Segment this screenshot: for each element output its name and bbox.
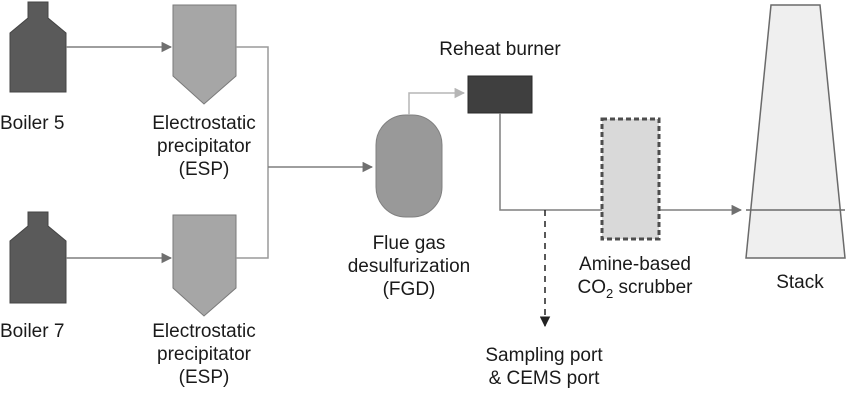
stack-shape <box>745 4 846 259</box>
amine-scrubber-shape <box>600 117 661 241</box>
boiler-7-shape <box>9 211 67 304</box>
reheat-burner-shape <box>467 75 533 114</box>
esp-top-label: Electrostatic precipitator (ESP) <box>152 113 256 180</box>
esp-bottom-connector <box>236 167 269 259</box>
reheat-to-stack-line <box>499 113 743 216</box>
fgd-vessel-shape <box>375 114 443 218</box>
boiler-5-label: Boiler 5 <box>0 113 65 134</box>
esp-bottom-label: Electrostatic precipitator (ESP) <box>152 321 256 388</box>
fgd-to-reheat-arrow <box>408 87 466 115</box>
stack-label: Stack <box>776 272 824 293</box>
esp-bottom-shape <box>172 214 237 317</box>
boiler-5-shape <box>9 1 67 93</box>
fgd-label: Flue gas desulfurization (FGD) <box>347 233 471 300</box>
reheat-burner-label: Reheat burner <box>439 39 561 60</box>
sampling-port-label: Sampling port & CEMS port <box>485 345 603 389</box>
boiler-7-label: Boiler 7 <box>0 321 65 342</box>
amine-scrubber-label: Amine-based CO2 scrubber <box>577 254 693 301</box>
esp-top-shape <box>172 4 237 105</box>
esp-top-connector <box>236 46 269 167</box>
